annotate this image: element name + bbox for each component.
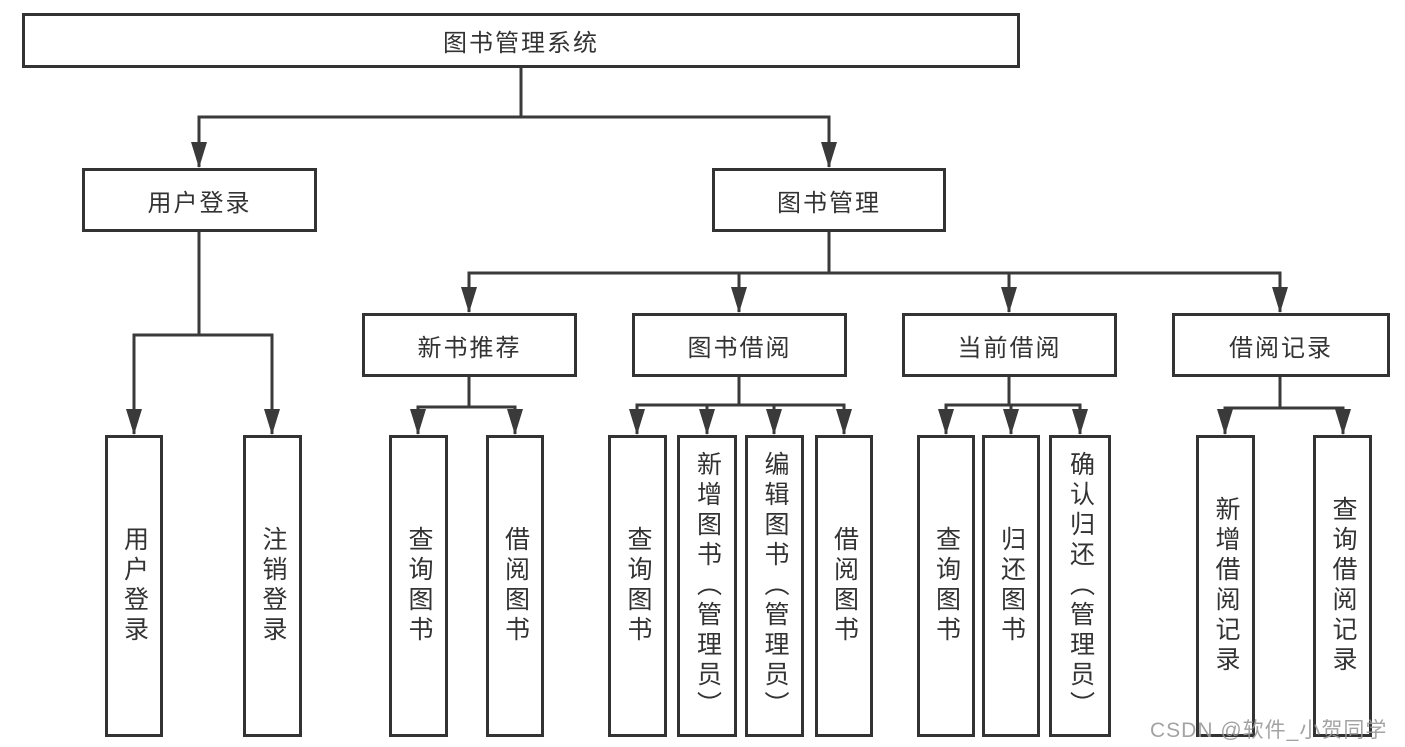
leaf-label: 查询图书: [405, 526, 433, 646]
leaf-label: 借阅图书: [501, 526, 530, 646]
connector-user-login-to-leaves: [126, 230, 280, 435]
leaf-label: 编辑图书（管理员）: [761, 451, 789, 721]
node-leaf-newrec-borrow-books: 借阅图书: [486, 435, 544, 737]
node-book-mgmt: 图书管理: [712, 168, 946, 232]
node-leaf-current-query-books: 查询图书: [917, 435, 975, 737]
leaf-label: 查询借阅记录: [1329, 496, 1357, 676]
leaf-label: 确认归还（管理员）: [1066, 451, 1095, 721]
node-new-book-rec: 新书推荐: [362, 313, 577, 377]
leaf-label: 归还图书: [997, 526, 1026, 646]
leaf-label: 查询图书: [624, 526, 652, 646]
node-root-library-system: 图书管理系统: [22, 13, 1020, 68]
node-leaf-borrow-borrow-books: 借阅图书: [815, 435, 873, 737]
node-leaf-newrec-query-books: 查询图书: [389, 435, 448, 737]
leaf-label: 用户登录: [120, 526, 149, 646]
node-leaf-user-login: 用户登录: [105, 435, 163, 737]
node-leaf-current-return-books: 归还图书: [982, 435, 1040, 737]
node-borrow-records: 借阅记录: [1172, 313, 1390, 377]
leaf-label: 查询图书: [932, 526, 961, 646]
node-user-login: 用户登录: [82, 168, 317, 232]
leaf-label: 新增借阅记录: [1212, 496, 1240, 676]
node-book-borrow: 图书借阅: [632, 313, 847, 377]
leaf-label: 注销登录: [259, 526, 287, 646]
node-leaf-borrow-add-books-admin: 新增图书（管理员）: [677, 435, 737, 737]
connector-new-book-rec-to-leaves: [410, 375, 523, 435]
node-leaf-current-confirm-return-admin: 确认归还（管理员）: [1049, 435, 1111, 737]
connector-book-mgmt-to-level3: [461, 230, 1288, 313]
node-leaf-borrow-edit-books-admin: 编辑图书（管理员）: [745, 435, 804, 737]
csdn-watermark: CSDN @软件_小贺同学: [1150, 719, 1388, 742]
connector-current-borrow-to-leaves: [938, 375, 1088, 435]
connector-borrow-records-to-leaves: [1217, 375, 1351, 435]
node-leaf-borrow-query-books: 查询图书: [608, 435, 667, 737]
leaf-label: 借阅图书: [830, 526, 859, 646]
leaf-label: 新增图书（管理员）: [693, 451, 722, 721]
node-leaf-records-add-record: 新增借阅记录: [1196, 435, 1255, 737]
node-leaf-logout: 注销登录: [243, 435, 302, 737]
connector-root-to-level2: [191, 66, 837, 168]
node-current-borrow: 当前借阅: [902, 313, 1117, 377]
connector-book-borrow-to-leaves: [629, 375, 852, 435]
node-leaf-records-query-record: 查询借阅记录: [1313, 435, 1372, 737]
